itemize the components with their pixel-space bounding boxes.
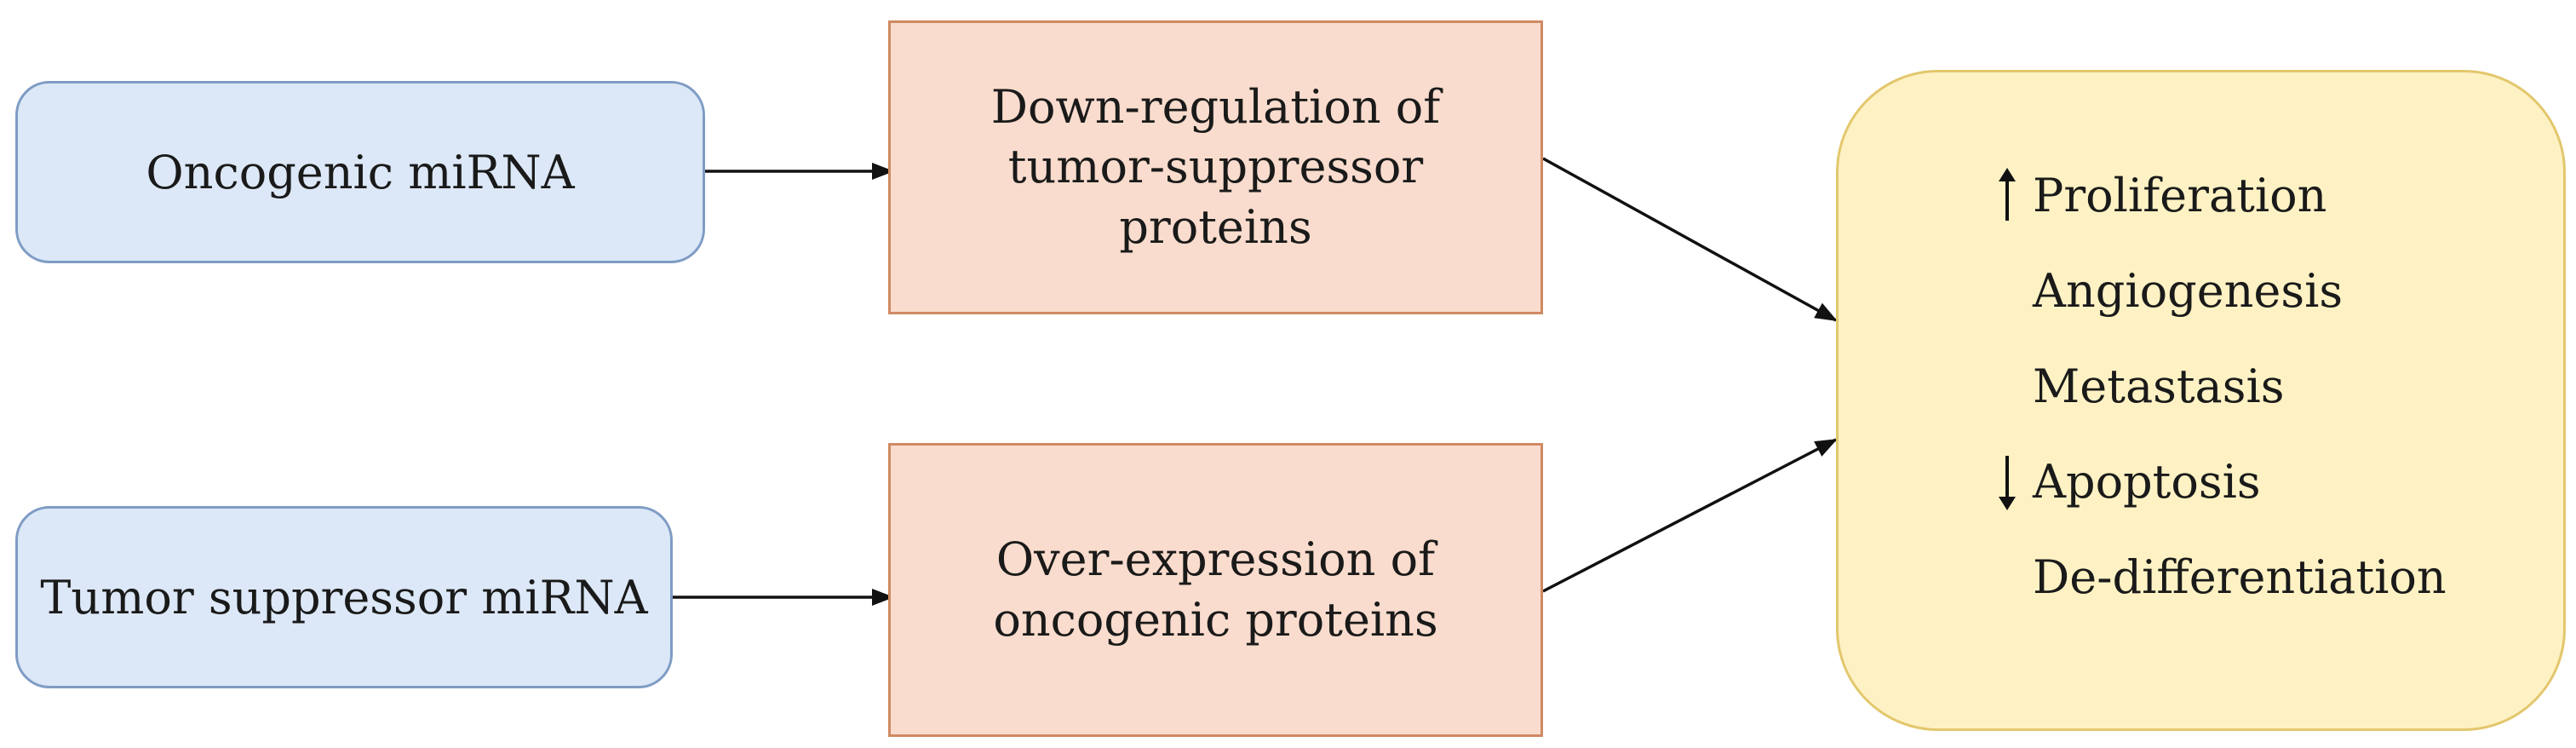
overexpression-line-1: Over-expression of [995,532,1436,587]
downregulation-line-1: Down-regulation of [990,80,1441,135]
downregulation-line-3: proteins [1119,199,1312,254]
overexpression-line-2: oncogenic proteins [993,592,1438,647]
oncogenic-mirna-box: Oncogenic miRNA [15,81,705,263]
outcome-label-metastasis: Metastasis [2033,360,2285,413]
tumor-suppressor-mirna-box: Tumor suppressor miRNA [15,506,673,688]
outcome-label-angiogenesis: Angiogenesis [2033,264,2344,318]
outcome-label-de-differentiation: De-differentiation [2033,550,2447,604]
outcomes-box: Proliferation Angiogenesis Metastasis Ap… [1836,70,2566,731]
arrow-downregulation-to-outcomes [1542,157,1838,322]
downregulation-box: Down-regulation of tumor-suppressor prot… [888,20,1543,314]
outcome-label-apoptosis: Apoptosis [2033,455,2261,509]
tumor-suppressor-mirna-label: Tumor suppressor miRNA [40,570,648,624]
overexpression-text: Over-expression of oncogenic proteins [993,530,1437,649]
overexpression-box: Over-expression of oncogenic proteins [888,443,1543,737]
down-arrow-icon [1999,456,2016,510]
outcomes-list: Proliferation Angiogenesis Metastasis Ap… [1994,166,2539,677]
oncogenic-mirna-label: Oncogenic miRNA [146,145,575,199]
downregulation-text: Down-regulation of tumor-suppressor prot… [991,78,1441,257]
outcome-label-proliferation: Proliferation [2033,169,2327,222]
up-arrow-icon [1999,168,2016,221]
downregulation-line-2: tumor-suppressor [1007,140,1424,194]
arrow-overexpression-to-outcomes [1542,438,1838,593]
